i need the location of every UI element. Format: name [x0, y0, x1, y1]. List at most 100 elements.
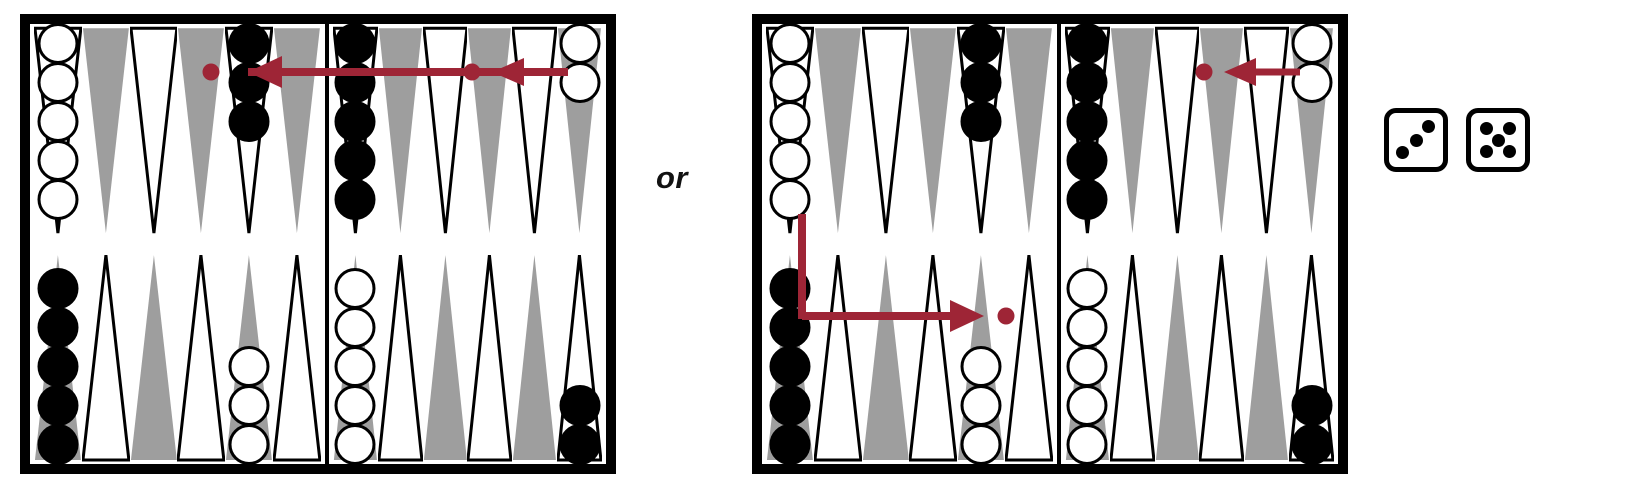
point-3[interactable] — [862, 24, 910, 235]
checker-black[interactable] — [769, 385, 811, 426]
checker-black[interactable] — [228, 101, 270, 142]
point-9[interactable] — [1155, 253, 1200, 464]
point-4[interactable] — [177, 253, 225, 464]
checker-white[interactable] — [1066, 346, 1108, 387]
checker-black[interactable] — [37, 424, 79, 465]
point-2[interactable] — [814, 24, 862, 235]
checker-stack[interactable] — [769, 268, 811, 465]
checker-white[interactable] — [334, 424, 376, 465]
checker-white[interactable] — [228, 346, 270, 387]
checker-black[interactable] — [334, 140, 376, 181]
point-4[interactable] — [909, 253, 957, 464]
point-12[interactable] — [557, 253, 602, 465]
point-4[interactable] — [177, 24, 225, 235]
point-1[interactable] — [766, 253, 814, 465]
checker-black[interactable] — [334, 179, 376, 220]
checker-white[interactable] — [1066, 424, 1108, 465]
checker-black[interactable] — [1066, 62, 1108, 103]
checker-stack[interactable] — [1291, 23, 1333, 103]
point-6[interactable] — [1005, 24, 1053, 235]
point-11[interactable] — [1244, 253, 1289, 464]
point-6[interactable] — [1005, 253, 1053, 464]
point-8[interactable] — [1110, 253, 1155, 464]
point-1[interactable] — [34, 253, 82, 465]
checker-black[interactable] — [960, 101, 1002, 142]
checker-black[interactable] — [334, 101, 376, 142]
checker-white[interactable] — [769, 62, 811, 103]
point-9[interactable] — [423, 24, 468, 235]
point-3[interactable] — [862, 253, 910, 464]
checker-white[interactable] — [769, 23, 811, 64]
point-2[interactable] — [82, 253, 130, 464]
checker-white[interactable] — [559, 23, 601, 64]
checker-stack[interactable] — [769, 23, 811, 220]
checker-black[interactable] — [559, 424, 601, 465]
point-2[interactable] — [82, 24, 130, 235]
checker-white[interactable] — [559, 62, 601, 103]
checker-black[interactable] — [559, 385, 601, 426]
checker-black[interactable] — [228, 23, 270, 64]
checker-white[interactable] — [37, 179, 79, 220]
point-8[interactable] — [378, 253, 423, 464]
checker-black[interactable] — [1066, 179, 1108, 220]
point-1[interactable] — [34, 23, 82, 235]
point-5[interactable] — [225, 23, 273, 235]
checker-white[interactable] — [769, 101, 811, 142]
checker-stack[interactable] — [37, 23, 79, 220]
checker-black[interactable] — [769, 268, 811, 309]
point-7[interactable] — [333, 253, 378, 465]
checker-white[interactable] — [334, 385, 376, 426]
point-10[interactable] — [1199, 24, 1244, 235]
point-12[interactable] — [1289, 253, 1334, 465]
point-7[interactable] — [1065, 253, 1110, 465]
checker-stack[interactable] — [37, 268, 79, 465]
checker-white[interactable] — [769, 140, 811, 181]
point-10[interactable] — [1199, 253, 1244, 464]
point-11[interactable] — [1244, 24, 1289, 235]
point-7[interactable] — [333, 23, 378, 235]
checker-black[interactable] — [37, 268, 79, 309]
checker-white[interactable] — [37, 140, 79, 181]
checker-black[interactable] — [769, 307, 811, 348]
checker-stack[interactable] — [228, 346, 270, 465]
point-9[interactable] — [423, 253, 468, 464]
checker-stack[interactable] — [228, 23, 270, 142]
checker-white[interactable] — [334, 307, 376, 348]
checker-black[interactable] — [1066, 101, 1108, 142]
checker-black[interactable] — [334, 23, 376, 64]
checker-black[interactable] — [769, 346, 811, 387]
point-3[interactable] — [130, 24, 178, 235]
checker-stack[interactable] — [960, 23, 1002, 142]
checker-white[interactable] — [334, 268, 376, 309]
checker-stack[interactable] — [1066, 23, 1108, 220]
checker-white[interactable] — [1291, 23, 1333, 64]
checker-black[interactable] — [1291, 424, 1333, 465]
checker-black[interactable] — [1291, 385, 1333, 426]
checker-white[interactable] — [960, 424, 1002, 465]
checker-black[interactable] — [1066, 140, 1108, 181]
point-9[interactable] — [1155, 24, 1200, 235]
checker-black[interactable] — [37, 385, 79, 426]
checker-black[interactable] — [334, 62, 376, 103]
point-6[interactable] — [273, 253, 321, 464]
point-7[interactable] — [1065, 23, 1110, 235]
checker-white[interactable] — [37, 101, 79, 142]
point-5[interactable] — [957, 23, 1005, 235]
checker-stack[interactable] — [559, 23, 601, 103]
checker-stack[interactable] — [334, 23, 376, 220]
point-12[interactable] — [557, 23, 602, 235]
checker-white[interactable] — [37, 23, 79, 64]
point-6[interactable] — [273, 24, 321, 235]
checker-white[interactable] — [1291, 62, 1333, 103]
checker-white[interactable] — [769, 179, 811, 220]
checker-black[interactable] — [769, 424, 811, 465]
checker-black[interactable] — [960, 23, 1002, 64]
checker-white[interactable] — [960, 385, 1002, 426]
checker-white[interactable] — [1066, 385, 1108, 426]
checker-stack[interactable] — [960, 346, 1002, 465]
checker-black[interactable] — [37, 307, 79, 348]
point-8[interactable] — [1110, 24, 1155, 235]
point-2[interactable] — [814, 253, 862, 464]
checker-white[interactable] — [1066, 307, 1108, 348]
point-1[interactable] — [766, 23, 814, 235]
